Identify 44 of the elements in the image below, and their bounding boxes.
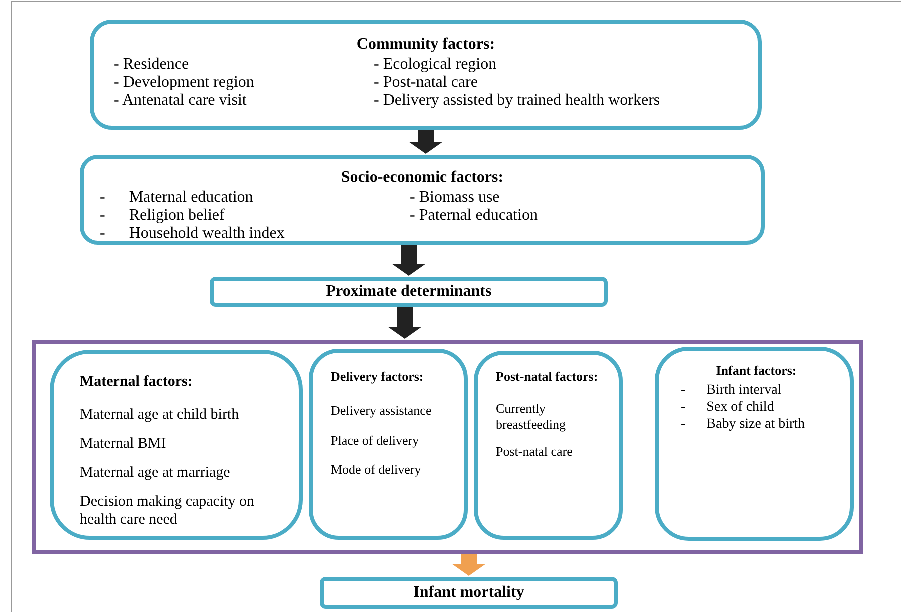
box-heading: Community factors:: [356, 36, 496, 54]
list-item: - Development region: [114, 74, 256, 92]
list-item: Mode of delivery: [331, 462, 422, 478]
list-item: Maternal age at child birth: [80, 406, 240, 424]
rounded-box: [80, 155, 765, 245]
list-item: Maternal age at marriage: [80, 464, 232, 482]
list-item: - Household wealth index: [100, 225, 286, 243]
block-arrow: [409, 130, 443, 154]
list-item: - Baby size at birth: [681, 416, 806, 434]
list-item: - Ecological region: [374, 56, 498, 74]
list-item: - Religion belief: [100, 207, 226, 225]
box-frame: [32, 340, 863, 554]
list-item: - Sex of child: [681, 400, 776, 417]
rounded-box: [320, 577, 618, 609]
list-item: - Paternal education: [410, 207, 539, 225]
rounded-box: [210, 277, 608, 307]
rounded-box: [309, 349, 468, 540]
list-item: Place of delivery: [331, 432, 420, 448]
rounded-box: [50, 350, 303, 540]
list-item: Currently breastfeeding: [496, 401, 568, 432]
list-item: - Birth interval: [681, 383, 783, 400]
block-arrow: [392, 245, 426, 276]
box-heading: Infant factors:: [715, 363, 798, 379]
box-heading: Delivery factors:: [331, 369, 425, 385]
list-item: Delivery assistance: [331, 403, 433, 419]
list-item: Decision making capacity on health care need: [80, 493, 256, 529]
rounded-box: [655, 347, 854, 541]
box-heading: Maternal factors:: [80, 374, 194, 391]
block-arrow: [452, 554, 486, 576]
list-item: - Antenatal care visit: [114, 92, 248, 110]
list-item: - Maternal education: [100, 189, 254, 207]
list-item: - Post-natal care: [374, 74, 479, 92]
list-item: - Biomass use: [410, 189, 501, 207]
block-arrow: [388, 307, 422, 339]
rounded-box: [90, 20, 762, 130]
box-heading: Socio-economic factors:: [340, 169, 505, 187]
box-heading: Proximate determinants: [326, 283, 492, 301]
box-heading: Post-natal factors:: [496, 369, 600, 385]
list-item: - Delivery assisted by trained health workers: [374, 92, 662, 110]
list-item: - Residence: [114, 56, 190, 74]
rounded-box: [474, 351, 623, 540]
list-item: Maternal BMI: [80, 435, 168, 453]
box-heading: Infant mortality: [414, 584, 524, 602]
list-item: Post-natal care: [496, 444, 574, 460]
